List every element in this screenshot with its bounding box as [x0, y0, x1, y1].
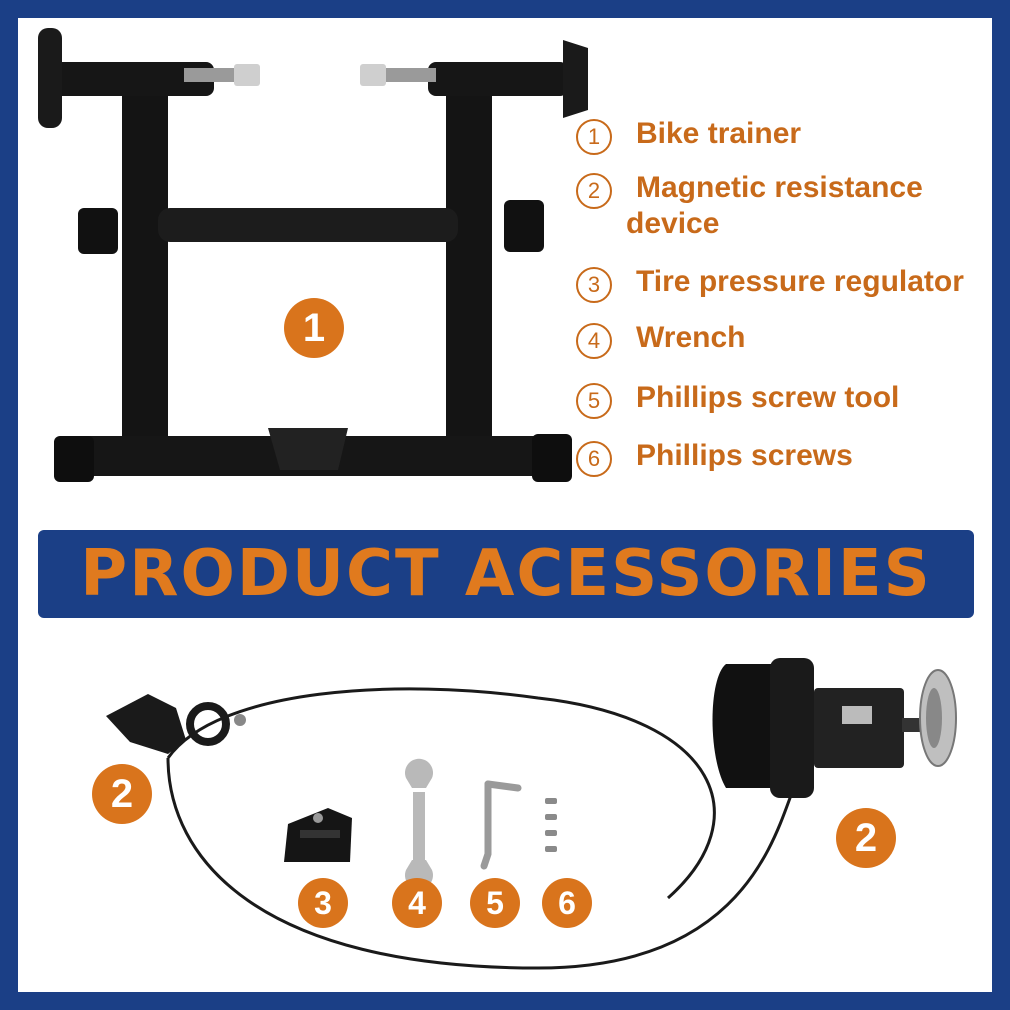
legend-number: 5 [576, 383, 612, 419]
badge-screw-tool: 5 [470, 878, 520, 928]
legend-label: Bike trainer [636, 117, 802, 150]
banner-title: PRODUCT ACESSORIES [80, 537, 932, 611]
legend-label: Phillips screws [636, 439, 853, 472]
wrench-image [405, 758, 434, 890]
legend-item: 3 Tire pressure regulator [576, 264, 964, 303]
legend-number: 3 [576, 267, 612, 303]
legend-number: 1 [576, 119, 612, 155]
tire-pressure-regulator-image [284, 808, 352, 862]
product-frame: 1 2 2 3 4 5 6 1 Bike trainer 2 Magnetic … [18, 18, 992, 992]
cable-image [166, 687, 800, 970]
legend-item: 6 Phillips screws [576, 438, 853, 477]
badge-regulator: 3 [298, 878, 348, 928]
legend-number: 6 [576, 441, 612, 477]
screw-tool-image [480, 780, 492, 870]
badge-resistance-lever: 2 [92, 764, 152, 824]
bike-trainer-image [38, 28, 588, 482]
badge-bike-trainer: 1 [284, 298, 344, 358]
legend-label: Phillips screw tool [636, 381, 900, 414]
legend-item: 1 Bike trainer [576, 116, 801, 155]
screws-image [545, 798, 557, 852]
legend-label: Tire pressure regulator [636, 265, 964, 298]
badge-screws: 6 [542, 878, 592, 928]
legend-number: 4 [576, 323, 612, 359]
legend-item: 2 Magnetic resistance device [576, 170, 923, 242]
legend-item: 4 Wrench [576, 320, 745, 359]
legend-label: Wrench [636, 321, 746, 354]
section-banner: PRODUCT ACESSORIES [38, 530, 974, 618]
product-illustration [38, 28, 957, 970]
badge-wrench: 4 [392, 878, 442, 928]
magnetic-resistance-unit-image [712, 658, 957, 798]
resistance-lever-image [106, 694, 246, 754]
legend-label: Magnetic resistance device [626, 171, 923, 240]
badge-resistance-unit: 2 [836, 808, 896, 868]
legend-item: 5 Phillips screw tool [576, 380, 899, 419]
legend-number: 2 [576, 173, 612, 209]
